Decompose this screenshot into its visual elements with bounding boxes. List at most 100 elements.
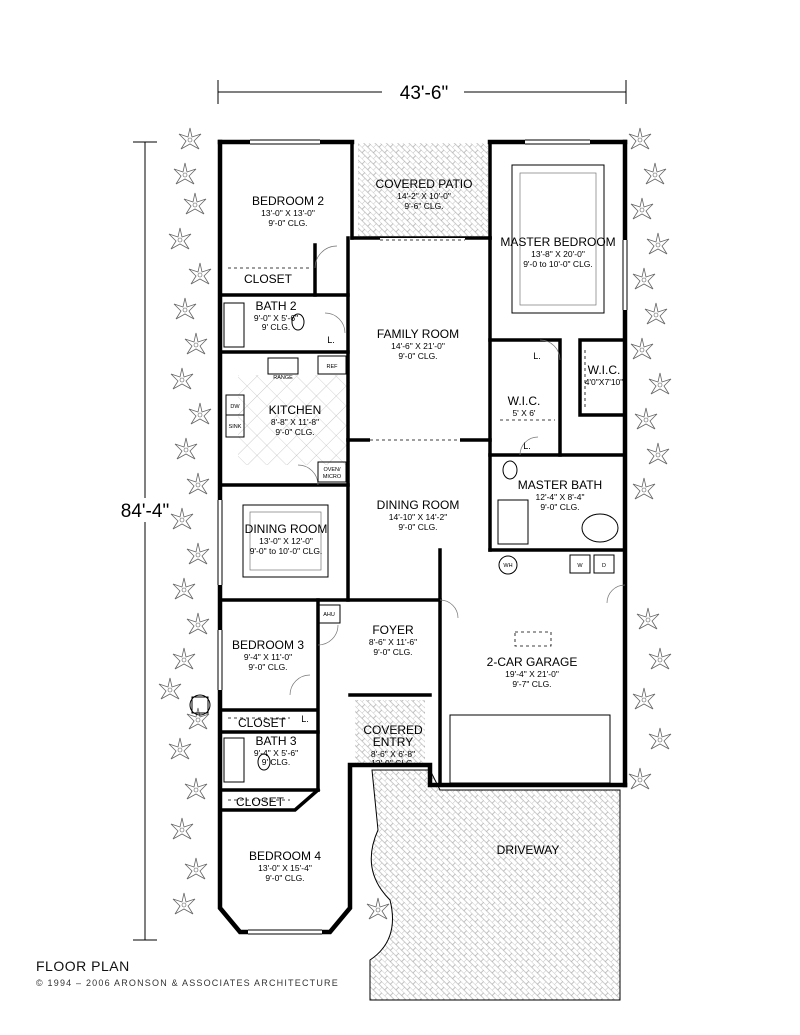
sink [225,414,245,438]
depth-dimension-label: 84'-4" [121,501,169,522]
room-bath-2: BATH 2 9'-0" X 5'-6" 9' CLG. [254,299,298,332]
svg-text:MICRO: MICRO [323,474,342,480]
room-dining-left: DINING ROOM 13'-0" X 12'-0" 9'-0" to 10'… [245,522,328,556]
svg-text:12'-0" CLG.: 12'-0" CLG. [371,758,415,768]
svg-text:BEDROOM 3: BEDROOM 3 [232,638,304,652]
bath3-toilet [257,753,271,771]
bath2-toilet [291,313,305,331]
copyright-note: © 1994 – 2006 ARONSON & ASSOCIATES ARCHI… [36,978,339,988]
oven-micro [317,461,347,483]
driveway-label: DRIVEWAY [497,843,560,857]
room-covered-patio: COVERED PATIO 14'-2" X 10'-0" 9'-6" CLG. [376,177,473,211]
room-foyer: FOYER 8'-6" X 11'-6" 9'-0" CLG. [369,623,417,657]
covered-patio-paving [358,143,488,238]
svg-text:CLOSET: CLOSET [238,716,287,730]
dryer [593,554,615,574]
svg-text:5' X 6': 5' X 6' [512,408,535,418]
room-closet-c: CLOSET [236,795,285,809]
svg-text:FAMILY ROOM: FAMILY ROOM [377,327,459,341]
svg-text:DINING ROOM: DINING ROOM [377,498,460,512]
room-bedroom-2: BEDROOM 2 13'-0" X 13'-0" 9'-0" CLG. [252,194,324,228]
svg-text:SINK: SINK [229,424,242,430]
svg-text:9' CLG.: 9' CLG. [262,757,291,767]
room-family-room: FAMILY ROOM 14'-6" X 21'-0" 9'-0" CLG. [377,327,459,361]
svg-text:REF: REF [327,364,339,370]
tray-ceilings [242,164,605,578]
kitchen-floor-tile [238,375,350,465]
washer [569,554,591,574]
svg-text:13'-0" X 12'-0": 13'-0" X 12'-0" [259,536,313,546]
master-shower [497,499,529,545]
svg-text:9'-0 to 10'-0" CLG.: 9'-0 to 10'-0" CLG. [523,259,593,269]
depth-dimension: 84'-4" [104,141,186,941]
svg-text:9'-6" CLG.: 9'-6" CLG. [404,201,443,211]
svg-text:MASTER BEDROOM: MASTER BEDROOM [500,235,615,249]
svg-text:9'-0" CLG.: 9'-0" CLG. [268,218,307,228]
master-tub [581,513,619,543]
svg-text:12'-4" X 8'-4": 12'-4" X 8'-4" [536,492,585,502]
room-dining-center: DINING ROOM 14'-10" X 14'-2" 9'-0" CLG. [377,498,460,532]
svg-text:13'-0" X 13'-0": 13'-0" X 13'-0" [261,208,315,218]
svg-text:9'-4" X 5'-6": 9'-4" X 5'-6" [254,748,298,758]
room-master-bath: MASTER BATH 12'-4" X 8'-4" 9'-0" CLG. [518,478,602,512]
ahu-unit [317,604,341,624]
master-toilet [502,460,518,480]
covered-entry-paving [355,700,425,765]
linen-closet-label: L. [327,335,335,345]
fixture-labels: RANGE REF DW SINK OVEN/ MICRO AHU WH W D… [229,335,606,724]
svg-text:MASTER BATH: MASTER BATH [518,478,602,492]
svg-text:ENTRY: ENTRY [373,735,413,749]
linen-closet-label-4: L. [523,441,531,451]
svg-text:COVERED PATIO: COVERED PATIO [376,177,473,191]
svg-text:RANGE: RANGE [273,375,293,381]
svg-text:DW: DW [230,404,240,410]
room-garage: 2-CAR GARAGE 19'-4" X 21'-0" 9'-7" CLG. [487,655,578,689]
room-bath-3: BATH 3 9'-4" X 5'-6" 9' CLG. [254,734,298,767]
room-closet-a: CLOSET [244,272,293,286]
svg-text:9'-0" CLG.: 9'-0" CLG. [265,873,304,883]
driveway-paving [369,769,621,1001]
svg-text:W.I.C.: W.I.C. [508,394,541,408]
svg-text:9'-0" CLG.: 9'-0" CLG. [248,662,287,672]
svg-text:13'-8" X 20'-0": 13'-8" X 20'-0" [531,249,585,259]
linen-closet-label-2: L. [301,714,309,724]
svg-text:BATH 3: BATH 3 [255,734,296,748]
svg-text:9'-4" X 11'-0": 9'-4" X 11'-0" [244,652,292,662]
svg-text:CLOSET: CLOSET [236,795,285,809]
plan-title: FLOOR PLAN [36,958,130,974]
svg-text:9'-0" X 5'-6": 9'-0" X 5'-6" [254,313,298,323]
room-kitchen: KITCHEN 8'-8" X 11'-8" 9'-0" CLG. [269,403,322,437]
room-master-bedroom: MASTER BEDROOM 13'-8" X 20'-0" 9'-0 to 1… [500,235,615,269]
closet-rods [228,267,586,801]
svg-text:DINING ROOM: DINING ROOM [245,522,328,536]
svg-text:8'-8" X 11'-8": 8'-8" X 11'-8" [271,417,319,427]
svg-text:CLOSET: CLOSET [244,272,293,286]
interior-walls [218,236,627,812]
svg-text:9'-0" CLG.: 9'-0" CLG. [373,647,412,657]
bath2-tub [223,302,245,348]
svg-text:9'-7" CLG.: 9'-7" CLG. [512,679,551,689]
svg-text:9' CLG.: 9' CLG. [262,322,291,332]
attic-access [514,631,552,647]
svg-text:14'-10" X 14'-2": 14'-10" X 14'-2" [389,512,447,522]
width-dimension: 43'-6" [217,80,627,104]
room-wic-master: W.I.C. 4'0"X7'10" [585,363,624,387]
room-wic-small: W.I.C. 5' X 6' [508,394,541,418]
svg-text:4'0"X7'10": 4'0"X7'10" [585,377,624,387]
svg-text:14'-2" X 10'-0": 14'-2" X 10'-0" [397,191,451,201]
room-covered-entry: COVERED ENTRY 8'-6" X 6'-8" 12'-0" CLG. [363,723,423,768]
svg-text:BATH 2: BATH 2 [255,299,296,313]
svg-text:OVEN/: OVEN/ [323,467,341,473]
windows [217,139,628,935]
garage-door [449,714,611,784]
svg-text:FOYER: FOYER [372,623,414,637]
svg-text:D: D [602,563,606,569]
range [267,357,299,375]
title-block: FLOOR PLAN © 1994 – 2006 ARONSON & ASSOC… [36,958,339,988]
svg-text:DRIVEWAY: DRIVEWAY [497,843,560,857]
svg-text:9'-0" CLG.: 9'-0" CLG. [275,427,314,437]
svg-text:COVERED: COVERED [363,723,423,737]
svg-text:8'-6" X 11'-6": 8'-6" X 11'-6" [369,637,417,647]
svg-text:W: W [577,563,583,569]
